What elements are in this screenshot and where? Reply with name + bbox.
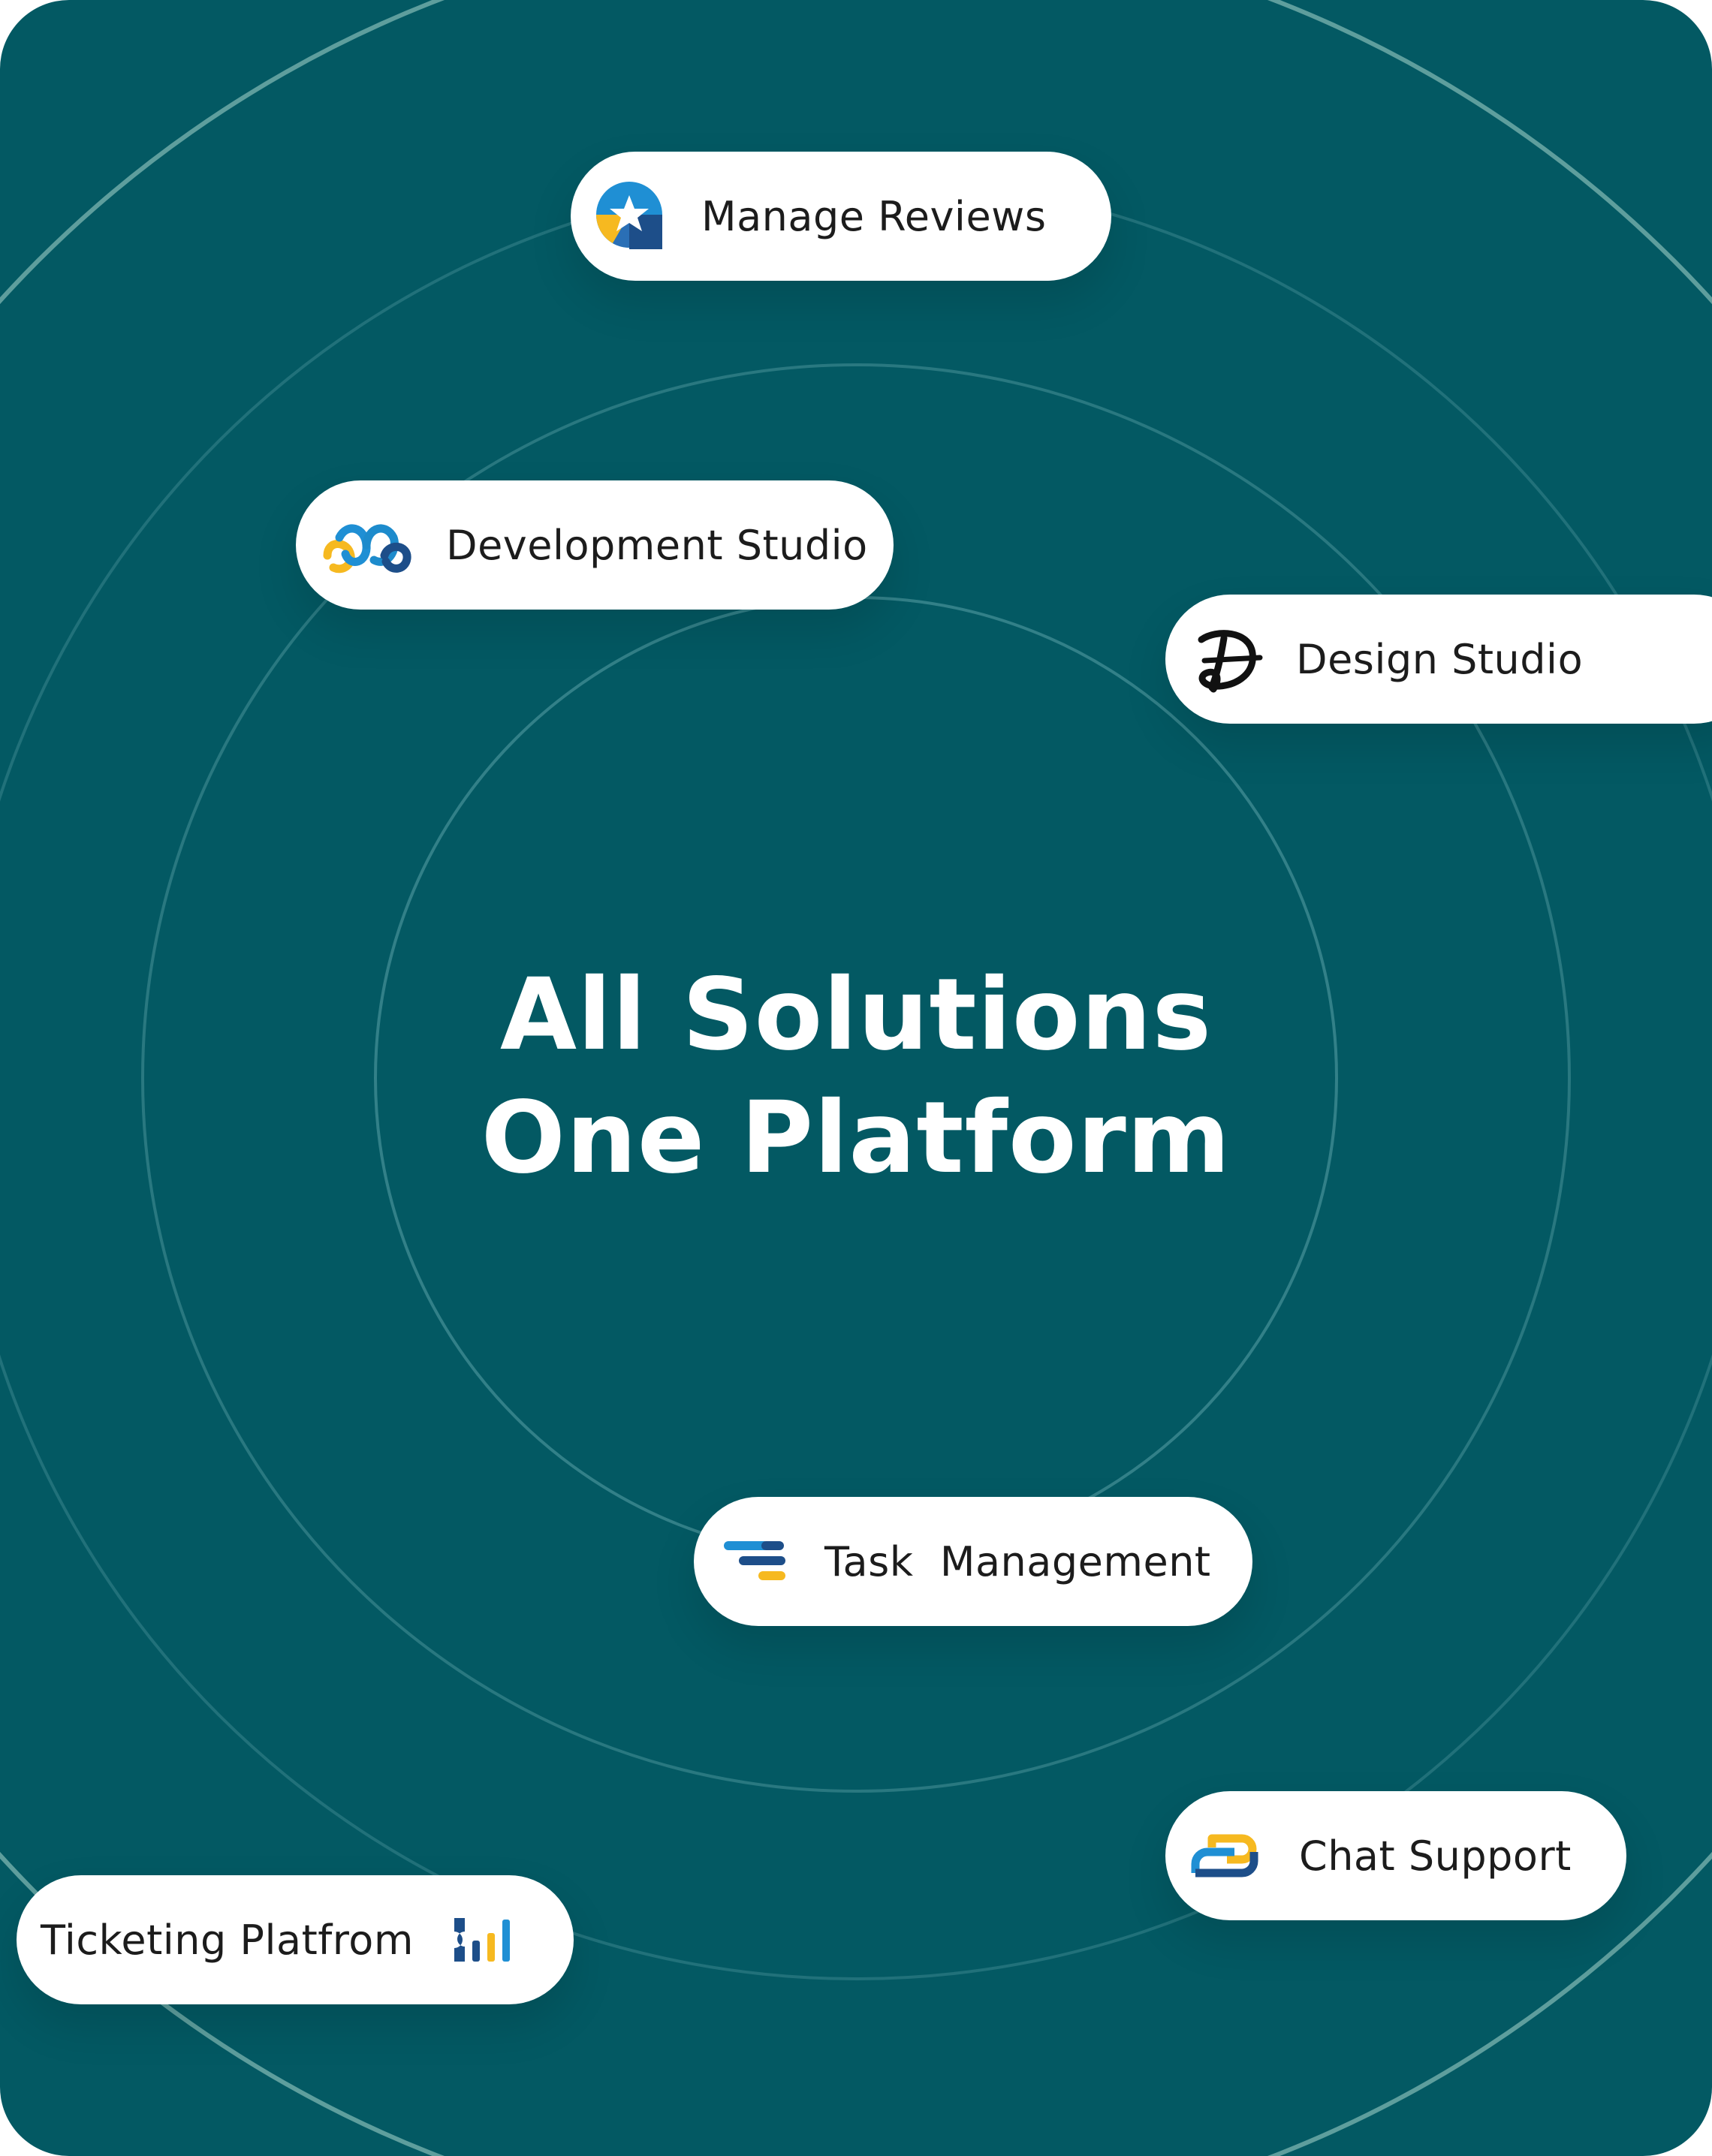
ticketing-platform-pill[interactable]: Ticketing Platfrom xyxy=(17,1875,574,2004)
linked-loops-icon xyxy=(320,507,414,583)
pill-label: Ticketing Platfrom xyxy=(41,1916,414,1964)
pill-label: Chat Support xyxy=(1299,1832,1572,1880)
manage-reviews-pill[interactable]: Manage Reviews xyxy=(571,152,1111,281)
task-management-pill[interactable]: Task Management xyxy=(694,1497,1252,1626)
design-studio-pill[interactable]: Design Studio xyxy=(1165,595,1712,724)
ring-2 xyxy=(141,363,1571,1793)
task-bars-icon xyxy=(718,1524,793,1599)
development-studio-pill[interactable]: Development Studio xyxy=(296,480,894,610)
chat-support-pill[interactable]: Chat Support xyxy=(1165,1791,1626,1920)
pill-label: Task Management xyxy=(824,1537,1211,1585)
pill-label: Manage Reviews xyxy=(701,192,1047,240)
headline-line-2: One Platform xyxy=(481,1080,1231,1196)
script-d-icon xyxy=(1189,622,1264,697)
headline-line-1: All Solutions xyxy=(499,957,1213,1073)
headline: All Solutions One Platform xyxy=(0,953,1712,1200)
pill-label: Design Studio xyxy=(1296,635,1584,683)
chat-links-icon xyxy=(1189,1818,1264,1893)
star-review-icon xyxy=(593,179,668,254)
ticket-bars-icon xyxy=(448,1902,523,1977)
pill-label: Development Studio xyxy=(446,521,868,569)
